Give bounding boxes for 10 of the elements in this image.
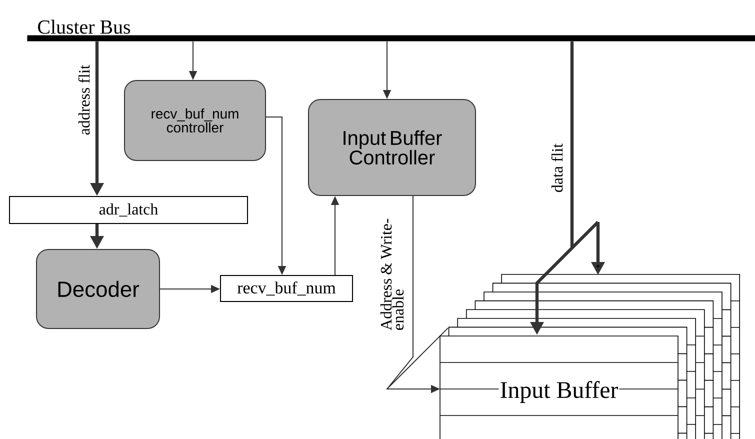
bus-line: Cluster Bus [27, 20, 755, 42]
register-box: recv_buf_num [220, 275, 353, 302]
edge-label: Address & Write-enable [380, 218, 404, 330]
register-box: adr_latch [9, 196, 248, 224]
block-box: recv_buf_num controller [124, 80, 266, 161]
buffer-label: Input Buffer [498, 380, 620, 404]
block-box: Input Buffer Controller [308, 99, 476, 196]
edge-label: data flit [551, 144, 563, 192]
block-box: Decoder [36, 249, 160, 329]
edge-label: address flit [78, 64, 90, 135]
